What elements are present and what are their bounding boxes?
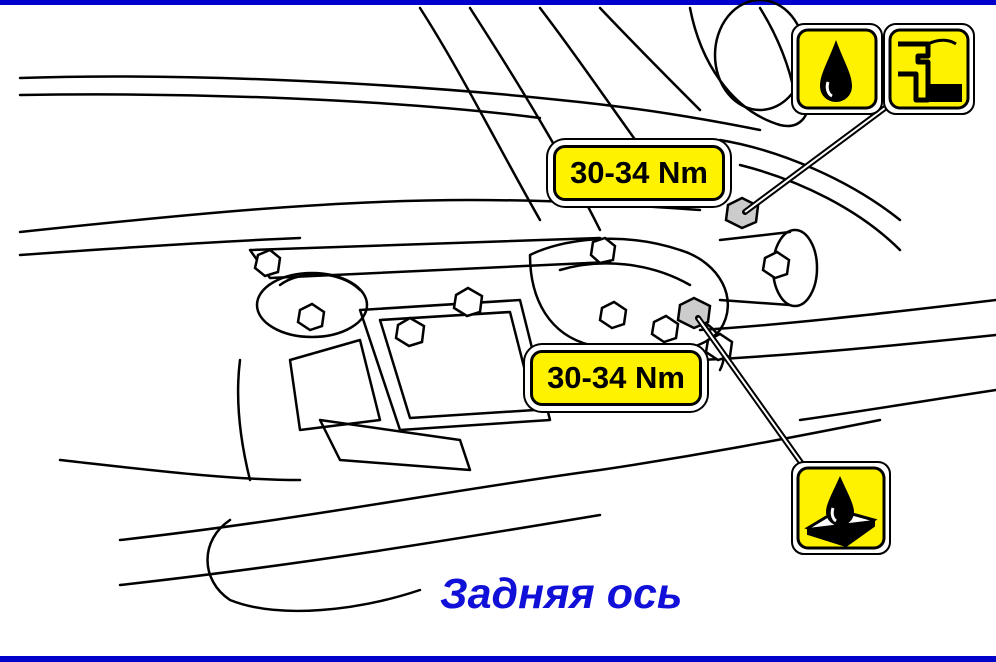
axle-tube — [118, 418, 882, 542]
frame-rail-upper — [18, 75, 762, 132]
bottom-border-line — [0, 656, 996, 662]
lateral-link-bar — [248, 236, 612, 280]
bolt-head — [598, 300, 628, 330]
grease-pad-icon — [791, 461, 891, 555]
bolt-head — [253, 248, 282, 278]
torque-label-lower: 30-34 Nm — [530, 350, 702, 406]
mechanical-line-art — [18, 0, 996, 613]
bolt-head — [650, 314, 680, 344]
torque-label-upper: 30-34 Nm — [553, 145, 725, 201]
bolt-head — [394, 316, 426, 348]
differential-housing — [528, 237, 730, 355]
frame-rail-lower-edge — [18, 93, 542, 120]
leader-line-highlights — [697, 107, 886, 479]
top-border-line — [0, 0, 996, 5]
bolt-head — [761, 250, 791, 280]
oil-drop-icon — [791, 23, 883, 115]
bolt-head — [452, 286, 484, 318]
frame-rail-body — [18, 198, 702, 234]
frame-rail-body-bottom — [18, 236, 302, 257]
bolt-head — [589, 236, 617, 265]
thread-sealant-icon — [883, 23, 975, 115]
rear-axle-caption: Задняя ось — [440, 570, 683, 618]
link-bushing — [255, 271, 369, 339]
bolt-head — [296, 302, 326, 332]
brake-drum — [688, 6, 810, 128]
